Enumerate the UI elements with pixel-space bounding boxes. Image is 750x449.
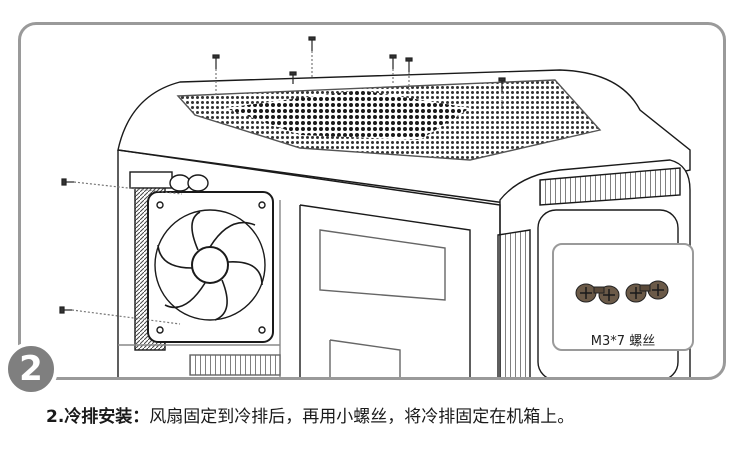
front-grille [539, 167, 681, 206]
front-side-grille [497, 229, 531, 377]
caption-body: 风扇固定到冷排后，再用小螺丝，将冷排固定在机箱上。 [149, 407, 575, 427]
side-window [299, 204, 471, 377]
top-mesh-main [225, 90, 470, 140]
top-screws [212, 36, 506, 108]
screw-label: M3*7 螺丝 [590, 334, 656, 349]
side-screws [59, 178, 183, 325]
screw-inset: M3*7 螺丝 [552, 243, 694, 351]
screw-icon [575, 280, 669, 305]
step-number-badge: 2 [4, 342, 58, 396]
caption-title: 2.冷排安装： [46, 407, 150, 427]
side-panel [117, 149, 501, 377]
instruction-caption: 2.冷排安装：风扇固定到冷排后，再用小螺丝，将冷排固定在机箱上。 [46, 402, 574, 427]
